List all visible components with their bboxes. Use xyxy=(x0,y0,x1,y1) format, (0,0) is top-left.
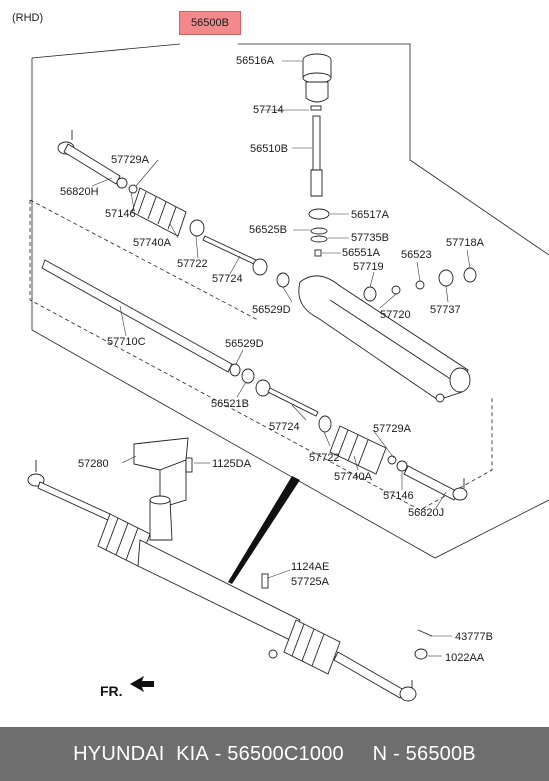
callout-57720[interactable]: 57720 xyxy=(380,309,411,321)
subassembly-dashed-frame xyxy=(29,200,493,511)
footer-brand: HYUNDAI KIA xyxy=(73,742,209,765)
bearing xyxy=(308,208,330,220)
callout-43777B[interactable]: 43777B xyxy=(455,631,493,643)
seal-ring xyxy=(310,105,322,111)
callout-57725A[interactable]: 57725A xyxy=(291,576,329,588)
callout-1125DA[interactable]: 1125DA xyxy=(212,458,251,470)
callout-57740A-lower[interactable]: 57740A xyxy=(334,471,372,483)
frame-outline xyxy=(238,43,549,256)
footer-bar: HYUNDAI KIA - 56500C1000 N - 56500B xyxy=(0,727,549,781)
footer-separator: - xyxy=(208,742,228,765)
callout-57729A-lower[interactable]: 57729A xyxy=(373,423,411,435)
callout-57724-upper[interactable]: 57724 xyxy=(212,273,243,285)
callout-56820H[interactable]: 56820H xyxy=(60,186,99,198)
leader-wedge xyxy=(228,476,300,584)
callout-57735B[interactable]: 57735B xyxy=(351,232,389,244)
inner-tie-rod-lower xyxy=(267,387,319,417)
gear-housing xyxy=(298,275,469,401)
callout-57724-lower[interactable]: 57724 xyxy=(269,421,300,433)
callout-56525B[interactable]: 56525B xyxy=(249,224,287,236)
callout-57710C[interactable]: 57710C xyxy=(107,336,146,348)
frame-outline xyxy=(31,58,549,559)
callout-57740A-upper[interactable]: 57740A xyxy=(133,237,171,249)
callout-56529D-middle[interactable]: 56529D xyxy=(225,338,264,350)
footer-caption: HYUNDAI KIA - 56500C1000 N - 56500B xyxy=(0,727,549,781)
parts-diagram: (RHD) 56500B 56516A 57714 56510B 57729A … xyxy=(12,11,549,702)
pinion-housing-cap xyxy=(305,81,329,103)
callout-1124AE[interactable]: 1124AE xyxy=(291,561,330,573)
callout-56551A[interactable]: 56551A xyxy=(342,247,380,259)
callout-56510B[interactable]: 56510B xyxy=(250,143,288,155)
front-arrow-icon xyxy=(130,676,154,692)
rack-bar xyxy=(41,259,233,373)
inner-tie-rod-upper xyxy=(202,235,257,265)
callout-1022AA[interactable]: 1022AA xyxy=(445,652,485,664)
callout-57146-lower[interactable]: 57146 xyxy=(383,490,414,502)
callout-57714[interactable]: 57714 xyxy=(253,104,284,116)
callout-57737[interactable]: 57737 xyxy=(430,304,461,316)
assembled-bellows-right xyxy=(283,619,341,675)
footer-ref: N - 56500B xyxy=(372,742,476,765)
front-direction-label: FR. xyxy=(100,683,123,699)
tie-rod-end-lower xyxy=(452,487,468,501)
footer-part-number: 56500C1000 xyxy=(227,742,344,765)
callout-57729A-upper[interactable]: 57729A xyxy=(111,154,149,166)
callout-57146-upper[interactable]: 57146 xyxy=(105,208,136,220)
footer-gap xyxy=(344,743,373,766)
callout-56517A[interactable]: 56517A xyxy=(351,209,389,221)
bellows-upper xyxy=(131,187,187,237)
callout-56521B[interactable]: 56521B xyxy=(211,398,249,410)
callout-56529D-upper[interactable]: 56529D xyxy=(252,304,291,316)
assembled-pinion xyxy=(149,499,173,541)
callout-56820J[interactable]: 56820J xyxy=(408,507,445,519)
callout-56516A[interactable]: 56516A xyxy=(236,55,274,67)
callout-57722-lower[interactable]: 57722 xyxy=(309,452,340,464)
callout-57719[interactable]: 57719 xyxy=(353,261,384,273)
side-label: (RHD) xyxy=(12,12,44,24)
assembled-housing xyxy=(137,539,301,641)
callout-57718A[interactable]: 57718A xyxy=(446,237,484,249)
bellows-lower xyxy=(329,425,387,475)
callout-56523[interactable]: 56523 xyxy=(401,249,432,261)
diagram-drawing xyxy=(27,43,549,702)
assembly-number-badge[interactable]: 56500B xyxy=(179,11,241,35)
callout-57280[interactable]: 57280 xyxy=(78,458,109,470)
callout-57722-upper[interactable]: 57722 xyxy=(177,258,208,270)
